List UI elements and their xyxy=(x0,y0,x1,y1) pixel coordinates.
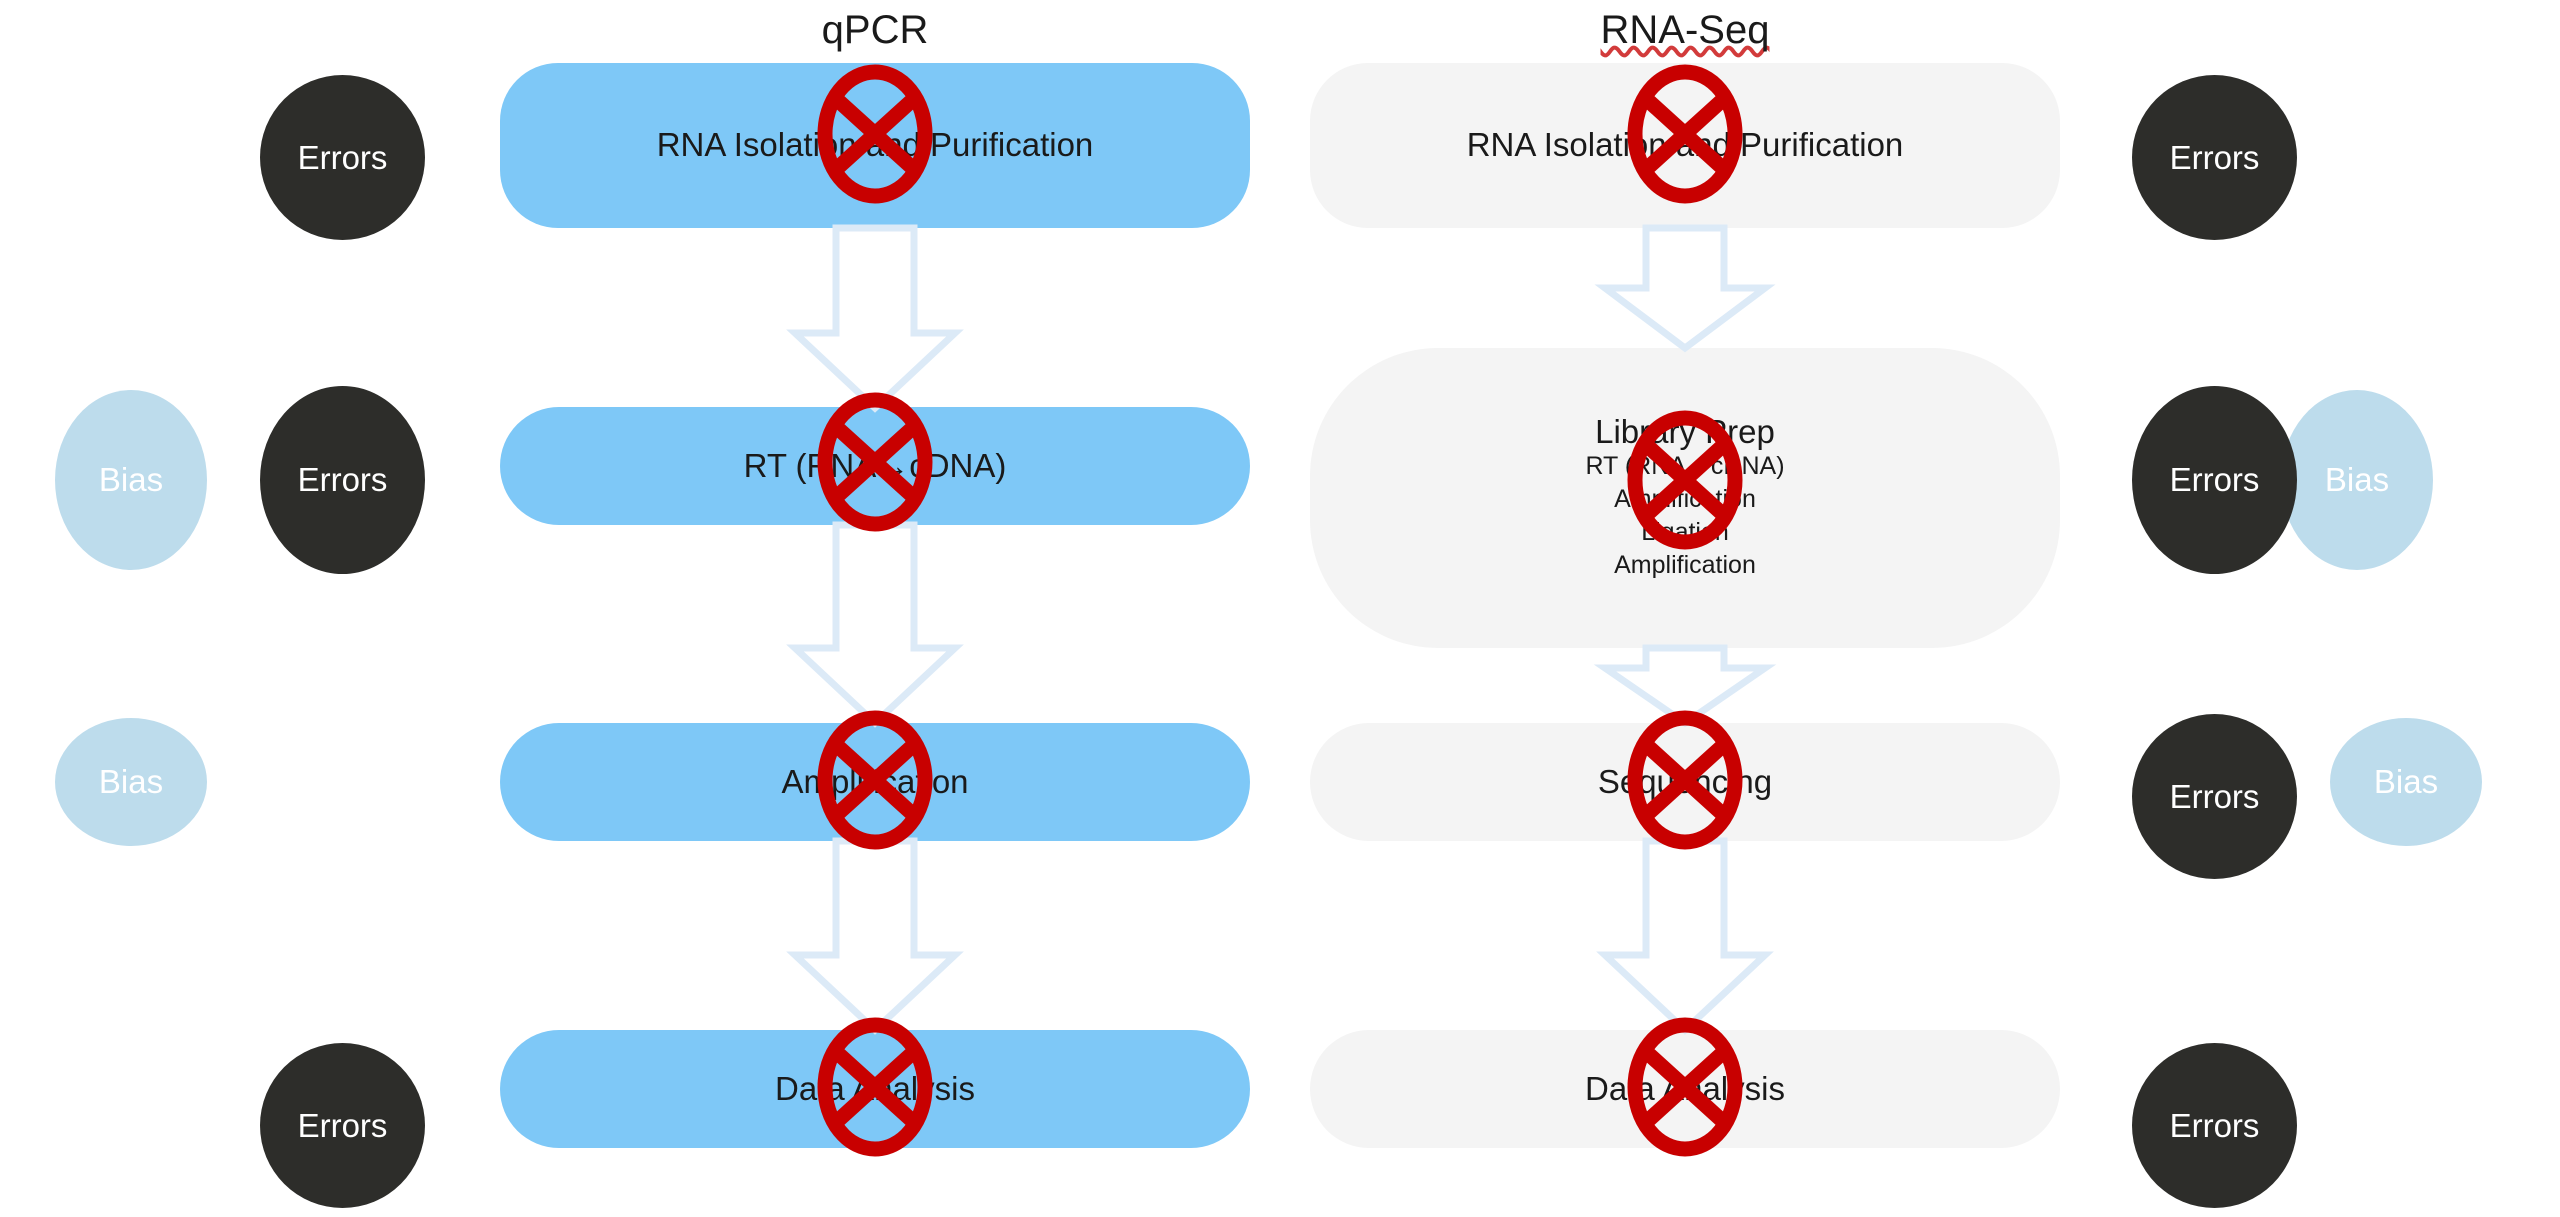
qpcr-label: qPCR xyxy=(821,8,929,52)
step-box-rnaseq-data-analysis[interactable]: Data Analysis xyxy=(1310,1030,2060,1148)
annotation-bias-rnaseq-3: Bias xyxy=(2330,718,2482,846)
step-box-qpcr-rt[interactable]: RT (RNA→cDNA) xyxy=(500,407,1250,525)
annotation-label: Bias xyxy=(98,763,164,800)
annotation-label: Errors xyxy=(2169,777,2260,815)
step-box-rnaseq-rna-isolation[interactable]: RNA Isolation and Purification xyxy=(1310,63,2060,228)
substep-label-amplification-2: Amplification xyxy=(1614,551,1756,580)
annotation-label: Errors xyxy=(2169,461,2260,498)
connector-arrow-rnaseq-3 xyxy=(1596,837,1774,1035)
annotation-errors-rnaseq-4: Errors xyxy=(2132,1043,2297,1208)
connector-arrow-qpcr-2 xyxy=(786,521,964,728)
step-label: Data Analysis xyxy=(1585,1069,1785,1107)
step-box-rnaseq-library-prep[interactable]: Library Prep RT (RNA→cDNA) Amplification… xyxy=(1310,348,2060,648)
annotation-errors-qpcr-4: Errors xyxy=(260,1043,425,1208)
annotation-label: Errors xyxy=(297,138,388,176)
step-label: RT (RNA→cDNA) xyxy=(743,446,1007,484)
connector-arrow-rnaseq-2 xyxy=(1593,644,1777,728)
annotation-errors-rnaseq-1: Errors xyxy=(2132,75,2297,240)
step-label: Amplification xyxy=(781,762,969,800)
substep-label-amplification-1: Amplification xyxy=(1614,485,1756,514)
annotation-label: Errors xyxy=(2169,1106,2260,1144)
step-box-rnaseq-sequencing[interactable]: Sequencing xyxy=(1310,723,2060,841)
column-title-rnaseq: RNA-Seq xyxy=(1310,8,2060,53)
annotation-label: Bias xyxy=(2324,461,2390,498)
annotation-bias-qpcr-3: Bias xyxy=(55,718,207,846)
step-box-qpcr-rna-isolation[interactable]: RNA Isolation and Purification xyxy=(500,63,1250,228)
step-label: Sequencing xyxy=(1597,762,1773,800)
annotation-label: Errors xyxy=(297,1106,388,1144)
annotation-label: Errors xyxy=(2169,138,2260,176)
annotation-errors-qpcr-1: Errors xyxy=(260,75,425,240)
annotation-label: Bias xyxy=(98,461,164,498)
annotation-errors-rnaseq-3: Errors xyxy=(2132,714,2297,879)
step-label: Library Prep xyxy=(1595,412,1775,450)
step-label: RNA Isolation and Purification xyxy=(1466,126,1904,164)
annotation-errors-qpcr-2: Errors xyxy=(260,386,425,574)
annotation-label: Bias xyxy=(2373,763,2439,800)
substep-label-ligation: Ligation xyxy=(1641,518,1729,547)
annotation-label: Errors xyxy=(297,461,388,498)
step-box-qpcr-amplification[interactable]: Amplification xyxy=(500,723,1250,841)
annotation-bias-rnaseq-2: Bias xyxy=(2281,390,2433,570)
annotation-bias-qpcr-2: Bias xyxy=(55,390,207,570)
connector-arrow-rnaseq-1 xyxy=(1594,224,1776,353)
step-label: Data Analysis xyxy=(775,1069,975,1107)
rnaseq-label: RNA-Seq xyxy=(1600,8,1770,52)
annotation-errors-rnaseq-2: Errors xyxy=(2132,386,2297,574)
connector-arrow-qpcr-1 xyxy=(786,224,964,413)
connector-arrow-qpcr-3 xyxy=(786,837,964,1035)
column-title-qpcr: qPCR xyxy=(500,8,1250,53)
substep-label-rt: RT (RNA→cDNA) xyxy=(1585,452,1785,481)
step-label: RNA Isolation and Purification xyxy=(656,126,1094,164)
step-box-qpcr-data-analysis[interactable]: Data Analysis xyxy=(500,1030,1250,1148)
